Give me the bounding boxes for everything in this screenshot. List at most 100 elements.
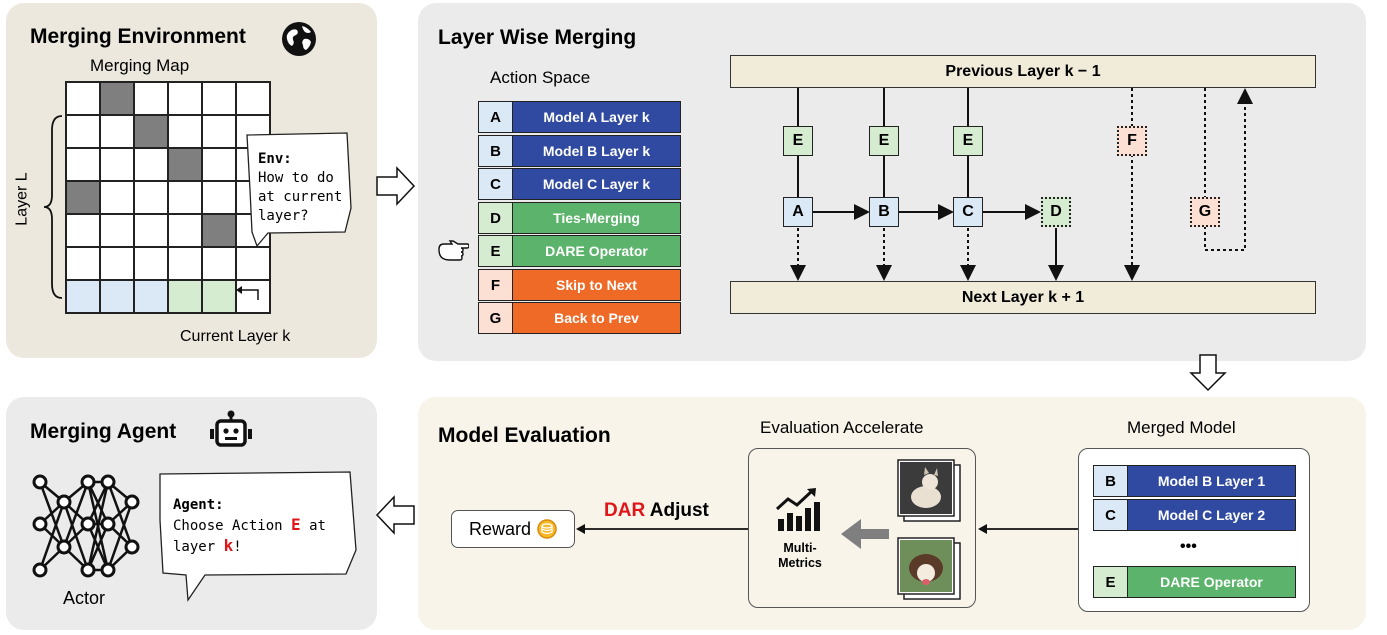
map-cell-selected	[66, 181, 100, 214]
eval-title: Model Evaluation	[438, 424, 611, 447]
actor-neuron	[124, 539, 140, 555]
merged-model-label: Merged Model	[1127, 418, 1236, 437]
env-bubble-line2: at current	[258, 189, 343, 205]
map-cell	[134, 181, 168, 214]
map-cell	[202, 82, 236, 115]
map-cell	[202, 247, 236, 280]
agent-bubble-line2: layer k!	[173, 536, 326, 557]
map-cell	[236, 115, 270, 148]
actor-neuron	[56, 539, 72, 555]
layer-axis-label: Layer L	[13, 172, 31, 226]
map-cell	[66, 82, 100, 115]
map-cell	[168, 115, 202, 148]
node-a: A	[783, 197, 813, 227]
map-cell	[100, 115, 134, 148]
bar-chart-trend-icon	[775, 488, 820, 531]
actor-neuron	[56, 494, 72, 510]
merged-key: E	[1094, 567, 1128, 597]
map-cell	[100, 181, 134, 214]
map-cell-selected	[202, 214, 236, 247]
layer-title: Layer Wise Merging	[438, 26, 637, 49]
map-cell	[168, 82, 202, 115]
action-label: Ties-Merging	[513, 203, 680, 233]
actor-label: Actor	[63, 588, 106, 608]
hand-pointing-icon	[438, 240, 469, 261]
map-cell	[66, 247, 100, 280]
map-cell	[168, 247, 202, 280]
map-cell-selected	[168, 148, 202, 181]
actor-neuron	[32, 562, 48, 578]
merged-label: DARE Operator	[1128, 567, 1295, 597]
multi-metrics-label: Multi- Metrics	[778, 541, 822, 570]
action-label: Skip to Next	[513, 270, 680, 300]
action-label: Model B Layer k	[513, 136, 680, 166]
action-key: E	[479, 236, 513, 266]
next-layer-bar: Next Layer k + 1	[730, 281, 1316, 314]
merged-ellipsis: •••	[1180, 538, 1197, 555]
agent-line1-post: at	[300, 518, 326, 534]
dar-highlight: DAR	[604, 500, 646, 521]
actor-neuron	[80, 474, 96, 490]
map-cell	[168, 214, 202, 247]
action-label: Model C Layer k	[513, 169, 680, 199]
action-key: C	[479, 169, 513, 199]
actor-neuron	[100, 516, 116, 532]
reward-label: Reward	[468, 518, 532, 539]
action-label: Model A Layer k	[513, 102, 680, 132]
globe-icon	[282, 22, 316, 56]
map-cell	[100, 247, 134, 280]
node-f: F	[1117, 126, 1147, 156]
actor-neuron	[100, 562, 116, 578]
env-bubble-line3: layer?	[258, 208, 309, 224]
map-cell	[134, 214, 168, 247]
map-cell-current	[100, 280, 134, 313]
agent-title: Merging Agent	[30, 420, 177, 443]
node-e2: E	[869, 126, 899, 156]
action-key: B	[479, 136, 513, 166]
node-e1: E	[783, 126, 813, 156]
map-cell-current	[66, 280, 100, 313]
map-cell	[66, 214, 100, 247]
agent-bubble-head: Agent:	[173, 497, 224, 513]
merged-key: C	[1094, 500, 1128, 530]
env-bubble-line1: How to do	[258, 170, 334, 186]
map-cell-selected	[134, 115, 168, 148]
map-cell-selected	[100, 82, 134, 115]
env-to-layer-arrow	[376, 166, 416, 206]
previous-layer-bar: Previous Layer k − 1	[730, 55, 1316, 88]
actor-neuron	[80, 516, 96, 532]
map-cell	[236, 247, 270, 280]
eval-to-agent-arrow	[375, 495, 415, 535]
agent-layer-highlight: k	[223, 536, 234, 555]
node-b: B	[869, 197, 899, 227]
adjust-text: Adjust	[649, 500, 709, 521]
map-cell	[100, 148, 134, 181]
action-key: D	[479, 203, 513, 233]
current-layer-label: Current Layer k	[180, 328, 291, 345]
map-cell-current	[168, 280, 202, 313]
actor-neuron	[32, 474, 48, 490]
map-cell	[66, 115, 100, 148]
agent-line1-pre: Choose Action	[173, 518, 292, 534]
env-bubble-text: Env: How to do at current layer?	[258, 150, 342, 226]
dar-adjust-label: DAR Adjust	[604, 500, 709, 522]
action-key: F	[479, 270, 513, 300]
coin-stack-icon	[537, 519, 557, 539]
node-d: D	[1041, 197, 1071, 227]
actor-neuron	[32, 516, 48, 532]
map-cell	[100, 214, 134, 247]
map-cell	[202, 115, 236, 148]
action-key: A	[479, 102, 513, 132]
map-cell-current	[236, 280, 270, 313]
agent-line2-pre: layer	[173, 539, 224, 555]
merged-label: Model B Layer 1	[1128, 466, 1295, 496]
agent-line2-post: !	[233, 539, 242, 555]
agent-bubble-text: Agent: Choose Action E at layer k!	[173, 496, 326, 557]
